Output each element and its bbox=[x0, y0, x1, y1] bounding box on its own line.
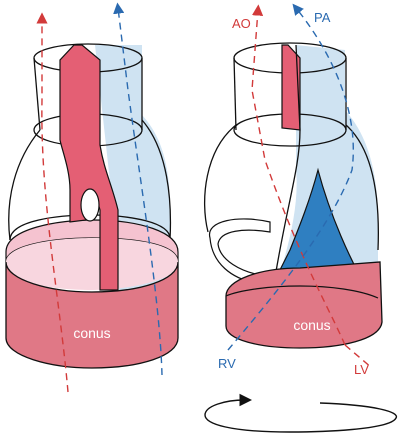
label-rv: RV bbox=[218, 356, 236, 371]
left-septum-hole bbox=[80, 188, 100, 222]
conus-label-right: conus bbox=[293, 317, 330, 333]
right-white-loop bbox=[209, 218, 271, 285]
left-pink-inner bbox=[6, 238, 178, 290]
label-pa: PA bbox=[314, 10, 331, 25]
left-red-flow-line bbox=[36, 12, 69, 393]
left-heart-figure: conus bbox=[5, 2, 179, 393]
label-lv: LV bbox=[354, 362, 369, 377]
left-blue-flow-line bbox=[113, 2, 163, 376]
right-conus-band bbox=[225, 261, 383, 349]
right-conus-rim bbox=[225, 285, 379, 299]
right-septum-curve bbox=[271, 44, 301, 297]
right-red-flow-line-lower bbox=[344, 344, 373, 369]
right-heart-figure: conus AO PA RV LV bbox=[203, 3, 383, 377]
conus-label-left: conus bbox=[73, 325, 110, 341]
right-blue-flow-line-rv bbox=[227, 3, 354, 351]
right-body-outline bbox=[203, 124, 379, 251]
left-conus-band bbox=[5, 261, 179, 369]
left-body-outline bbox=[8, 119, 172, 241]
rotation-arrow-icon bbox=[204, 393, 398, 433]
right-red-flow-line-lv bbox=[251, 4, 346, 346]
right-red-septum bbox=[281, 44, 301, 131]
label-ao: AO bbox=[232, 16, 251, 31]
